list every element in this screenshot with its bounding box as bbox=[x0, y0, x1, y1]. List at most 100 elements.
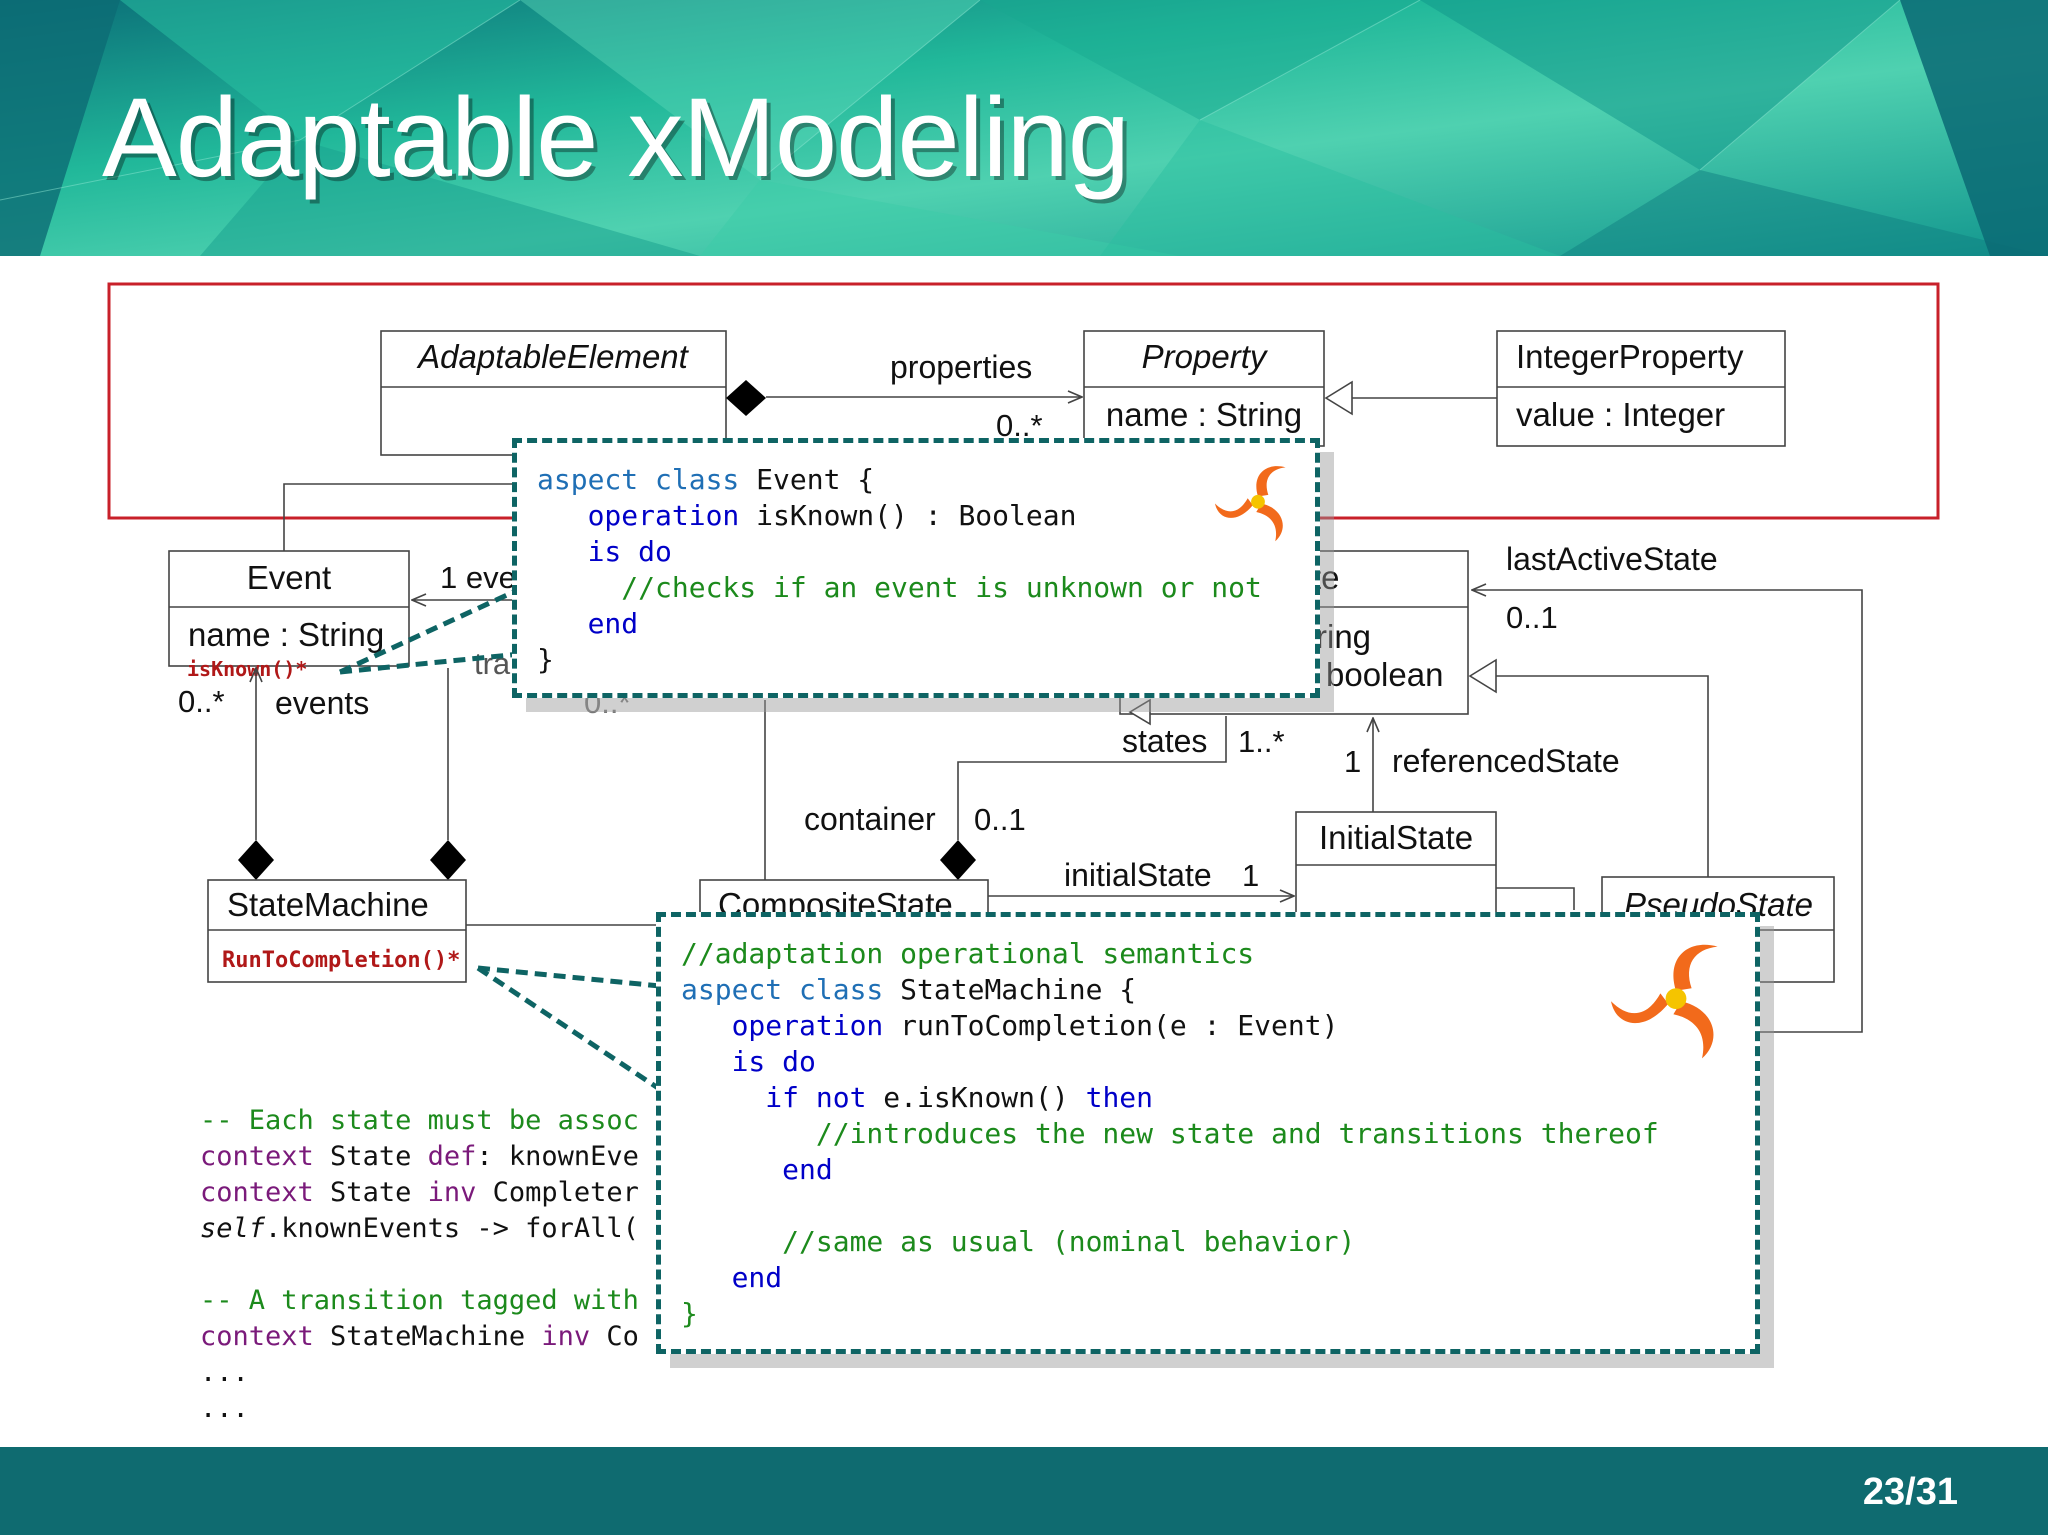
code-token: ... bbox=[200, 1357, 249, 1388]
code-token: -- A transition tagged with bbox=[200, 1285, 639, 1316]
code-token: is do bbox=[537, 535, 672, 568]
role-label: lastActiveState bbox=[1506, 541, 1718, 577]
code-line: ... bbox=[200, 1357, 639, 1393]
callout-connector-event bbox=[338, 586, 522, 675]
event-aspect-code: aspect class Event { operation isKnown()… bbox=[537, 463, 1262, 679]
code-token: isKnown() : Boolean bbox=[739, 499, 1077, 532]
code-token: end bbox=[681, 1261, 783, 1294]
code-line: ... bbox=[200, 1393, 639, 1429]
code-line bbox=[200, 1249, 639, 1285]
code-token: Completer bbox=[476, 1177, 639, 1208]
role-label: tra bbox=[474, 646, 511, 681]
generalization-integer-property bbox=[1324, 380, 1497, 416]
code-token: : knownEve bbox=[476, 1141, 639, 1172]
multiplicity-label: 1 bbox=[1242, 858, 1259, 893]
multiplicity-label: 1 eve bbox=[440, 560, 516, 595]
class-name: InitialState bbox=[1319, 819, 1473, 856]
class-property: Property name : String bbox=[1083, 330, 1325, 447]
code-line: -- A transition tagged with bbox=[200, 1285, 639, 1321]
class-initial-state: InitialState bbox=[1295, 811, 1497, 928]
multiplicity-label: 0..1 bbox=[1506, 600, 1558, 635]
code-token: inv bbox=[541, 1321, 591, 1352]
generalization-line bbox=[283, 483, 520, 551]
code-line: is do bbox=[537, 535, 1262, 571]
code-line: if not e.isKnown() then bbox=[681, 1081, 1659, 1117]
role-label: properties bbox=[890, 349, 1032, 385]
event-aspect-code-box: aspect class Event { operation isKnown()… bbox=[512, 438, 1320, 698]
association-events: 0..* events bbox=[178, 668, 369, 880]
code-token: context bbox=[200, 1321, 314, 1352]
class-operation: isKnown()* bbox=[187, 657, 307, 681]
code-token: e.isKnown() bbox=[866, 1081, 1086, 1114]
class-attribute-fragment: ring bbox=[1316, 618, 1371, 655]
class-name: AdaptableElement bbox=[416, 338, 690, 375]
code-token: aspect class bbox=[537, 463, 740, 496]
code-token: def bbox=[427, 1141, 477, 1172]
code-line: //adaptation operational semantics bbox=[681, 937, 1659, 973]
code-token: } bbox=[681, 1297, 698, 1330]
code-token: aspect class bbox=[681, 973, 884, 1006]
kermeta-logo-icon bbox=[1611, 944, 1718, 1059]
code-token: context bbox=[200, 1177, 314, 1208]
generalization-pseudo-state bbox=[1468, 658, 1709, 877]
code-line: operation isKnown() : Boolean bbox=[537, 499, 1262, 535]
code-token: //adaptation operational semantics bbox=[681, 937, 1255, 970]
code-line: end bbox=[537, 607, 1262, 643]
kermeta-logo-icon bbox=[1215, 466, 1286, 542]
multiplicity-label: 0..1 bbox=[974, 802, 1026, 837]
code-token: StateMachine { bbox=[883, 973, 1137, 1006]
code-token: operation bbox=[537, 499, 740, 532]
association-last-active-state: lastActiveState 0..1 bbox=[1472, 541, 1863, 1033]
class-operation: RunToCompletion()* bbox=[222, 948, 460, 973]
code-line: end bbox=[681, 1153, 1659, 1189]
role-label: states bbox=[1122, 723, 1207, 759]
ocl-constraints: -- Each state must be assoc context State… bbox=[200, 1105, 639, 1429]
code-line: context State inv Completer bbox=[200, 1177, 639, 1213]
initial-state-link bbox=[1496, 887, 1575, 910]
class-attribute-fragment: boolean bbox=[1326, 656, 1443, 693]
association-initial-state: initialState 1 bbox=[988, 857, 1294, 896]
class-attribute: value : Integer bbox=[1516, 396, 1725, 433]
code-line: is do bbox=[681, 1045, 1659, 1081]
multiplicity-label: 1 bbox=[1344, 744, 1361, 779]
code-line: operation runToCompletion(e : Event) bbox=[681, 1009, 1659, 1045]
code-token: State bbox=[313, 1141, 428, 1172]
code-token: context bbox=[200, 1141, 314, 1172]
code-token: is do bbox=[681, 1045, 816, 1078]
code-line: //checks if an event is unknown or not bbox=[537, 571, 1262, 607]
class-name: Event bbox=[247, 559, 331, 596]
association-referenced-state: 1 referencedState bbox=[1344, 718, 1620, 812]
code-line: end bbox=[681, 1261, 1659, 1297]
code-line: } bbox=[537, 643, 1262, 679]
association-properties: properties 0..* bbox=[726, 349, 1082, 443]
class-integer-property: IntegerProperty value : Integer bbox=[1496, 330, 1786, 447]
code-token: StateMachine bbox=[313, 1321, 542, 1352]
code-token: .knownEvents -> forAll( bbox=[265, 1213, 639, 1244]
code-line: context StateMachine inv Co bbox=[200, 1321, 639, 1357]
role-label: initialState bbox=[1064, 857, 1212, 893]
header-background bbox=[0, 0, 2048, 256]
association-event: 1 eve bbox=[412, 560, 520, 600]
code-token: State bbox=[313, 1177, 428, 1208]
code-line: -- Each state must be assoc bbox=[200, 1105, 639, 1141]
footer-bar bbox=[0, 1447, 2048, 1535]
code-token: end bbox=[681, 1153, 833, 1186]
class-attribute: name : String bbox=[1106, 396, 1302, 433]
code-token: //checks if an event is unknown or not bbox=[537, 571, 1262, 604]
role-label: container bbox=[804, 801, 936, 837]
code-line: //same as usual (nominal behavior) bbox=[681, 1225, 1659, 1261]
class-event: Event name : String isKnown()* bbox=[168, 550, 410, 681]
callout-connector-event bbox=[339, 651, 521, 675]
code-token: runToCompletion(e : Event) bbox=[883, 1009, 1339, 1042]
code-token: Event { bbox=[739, 463, 875, 496]
code-line bbox=[681, 1189, 1659, 1225]
role-label: events bbox=[275, 685, 369, 721]
code-line: context State def: knownEve bbox=[200, 1141, 639, 1177]
class-name: IntegerProperty bbox=[1516, 338, 1744, 375]
code-token: if not bbox=[681, 1081, 867, 1114]
code-token: -- Each state must be assoc bbox=[200, 1105, 639, 1136]
slide-title: Adaptable xModeling bbox=[102, 75, 1130, 200]
code-line: } bbox=[681, 1297, 1659, 1333]
callout-connector-state-machine bbox=[477, 965, 661, 989]
